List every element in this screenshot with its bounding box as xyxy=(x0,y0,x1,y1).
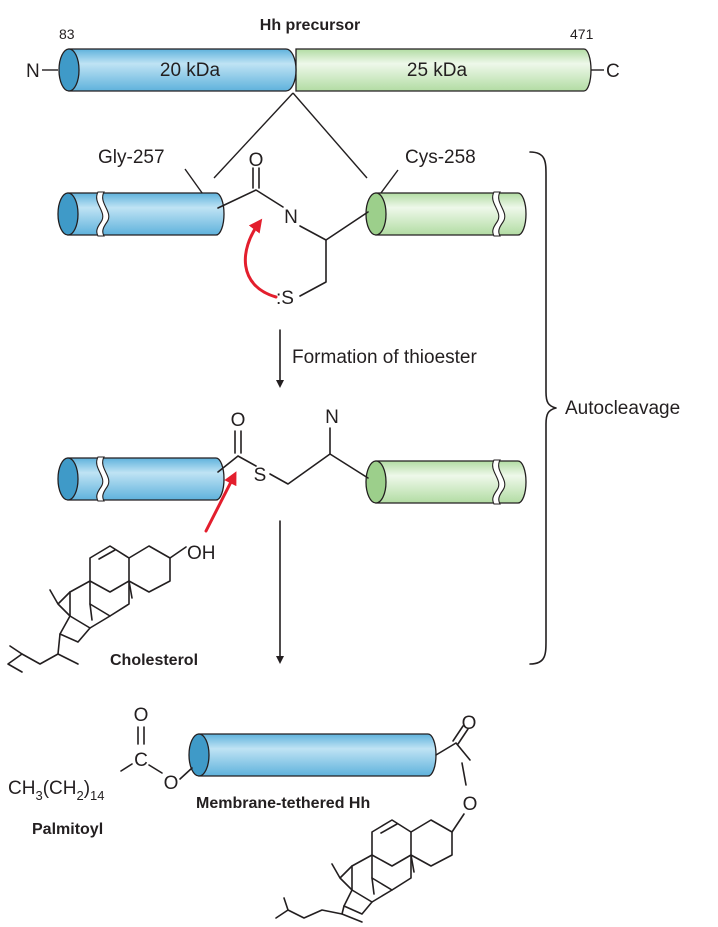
segment-25kda-label: 25 kDa xyxy=(407,60,468,81)
formation-of-thioester-label: Formation of thioester xyxy=(292,347,477,368)
cholesterol-structure: OH xyxy=(7,543,216,673)
precursor-bar: Hh precursor 83 471 N 20 kDa 25 kDa C xyxy=(26,17,620,179)
precursor-title: Hh precursor xyxy=(260,17,360,34)
cholesterol-structure-2 xyxy=(275,819,453,923)
product-right-carbonyl-o: O xyxy=(462,713,477,734)
blue-cylinder-segment xyxy=(57,191,225,237)
membrane-tethered-hh: Membrane-tethered Hh O C O CH3(CH2)14 Pa… xyxy=(8,705,478,923)
palmitoyl-chain: CH3(CH2)14 xyxy=(8,778,105,803)
step2-red-arrow xyxy=(204,471,237,533)
step1-carbonyl-o: O xyxy=(249,150,264,171)
step-arrow-1: Formation of thioester xyxy=(276,329,477,388)
end-residue-number: 471 xyxy=(570,26,594,42)
product-right-ester-o: O xyxy=(463,794,478,815)
step2-carbonyl-o: O xyxy=(231,410,246,431)
product-left-carbon-c: C xyxy=(134,750,148,771)
step2-thioester-s: S xyxy=(254,465,267,486)
blue-cylinder-segment-2 xyxy=(57,456,225,502)
cys-258-label: Cys-258 xyxy=(405,147,476,168)
autocleavage-brace: Autocleavage xyxy=(529,151,680,665)
gly-257-label: Gly-257 xyxy=(98,147,165,168)
precursor-n-cap xyxy=(58,48,80,92)
membrane-tethered-hh-label: Membrane-tethered Hh xyxy=(196,795,370,812)
precursor-green-segment xyxy=(295,48,592,92)
c-terminus-label: C xyxy=(606,61,620,82)
product-left-ester-o: O xyxy=(164,773,179,794)
autocleavage-label: Autocleavage xyxy=(565,398,680,419)
green-cylinder-segment xyxy=(365,191,527,237)
green-cylinder-segment-2 xyxy=(365,459,527,505)
step1-thiol-s: :S xyxy=(276,288,294,309)
palmitoyl-label: Palmitoyl xyxy=(32,821,103,838)
n-terminus-label: N xyxy=(26,61,40,82)
cholesterol-label: Cholesterol xyxy=(110,652,198,669)
segment-20kda-label: 20 kDa xyxy=(160,60,221,81)
start-residue-number: 83 xyxy=(59,26,75,42)
product-left-carbonyl-o: O xyxy=(134,705,149,726)
step2-thioester: O S N OH Cholesterol xyxy=(7,407,527,673)
step1-red-arrow xyxy=(243,218,278,299)
step2-amine-n: N xyxy=(325,407,339,428)
product-cylinder xyxy=(188,733,437,777)
hydroxyl-oh: OH xyxy=(187,543,216,564)
step1-peptide-bond: Gly-257 Cys-258 O N :S xyxy=(57,147,527,309)
step1-amide-n: N xyxy=(284,207,298,228)
precursor-blue-segment xyxy=(68,48,297,92)
